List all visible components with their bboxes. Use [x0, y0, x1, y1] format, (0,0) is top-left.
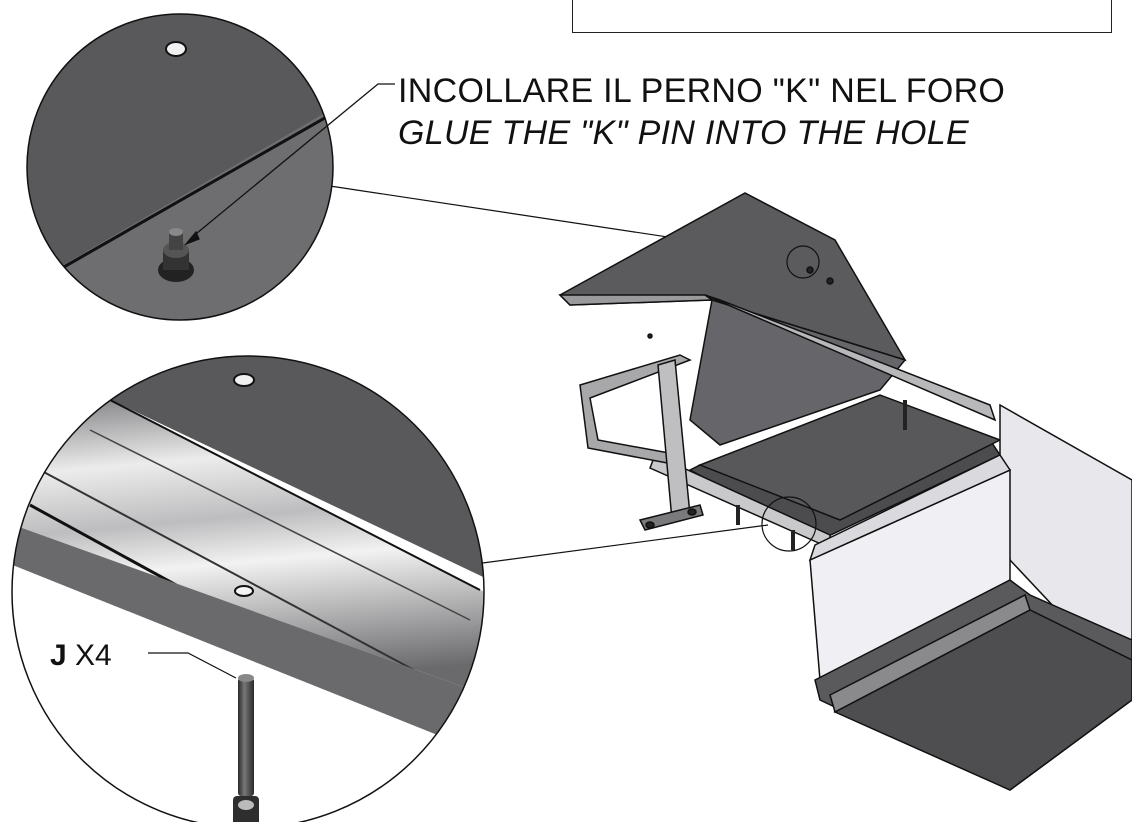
- part-quantity: X4: [75, 639, 112, 672]
- detail-marker-top: [786, 245, 820, 279]
- detail-marker-bottom: [761, 496, 817, 552]
- inner-panel: [689, 299, 907, 446]
- top-detail-circle: [26, 13, 334, 321]
- main-assembly: [558, 192, 1132, 791]
- instruction-english: GLUE THE "K" PIN INTO THE HOLE: [398, 114, 969, 152]
- part-j-leader: [148, 652, 237, 679]
- pin-k-icon: [158, 228, 194, 282]
- hole-top: [165, 41, 187, 57]
- previous-step-box: [572, 0, 1112, 33]
- part-j-callout: J X4: [50, 639, 112, 673]
- screw-j-icon: [233, 674, 259, 822]
- part-letter: J: [50, 639, 67, 672]
- bottom-detail-circle: [11, 355, 485, 822]
- adjustable-leg: [657, 359, 691, 521]
- pin-k-arrow: [183, 83, 395, 246]
- instruction-italian: INCOLLARE IL PERNO "K" NEL FORO: [398, 72, 1006, 110]
- hole-panel: [233, 373, 255, 387]
- hole-rail: [234, 585, 254, 597]
- top-detail-leader-lower: [459, 524, 769, 567]
- left-frame: [579, 354, 692, 466]
